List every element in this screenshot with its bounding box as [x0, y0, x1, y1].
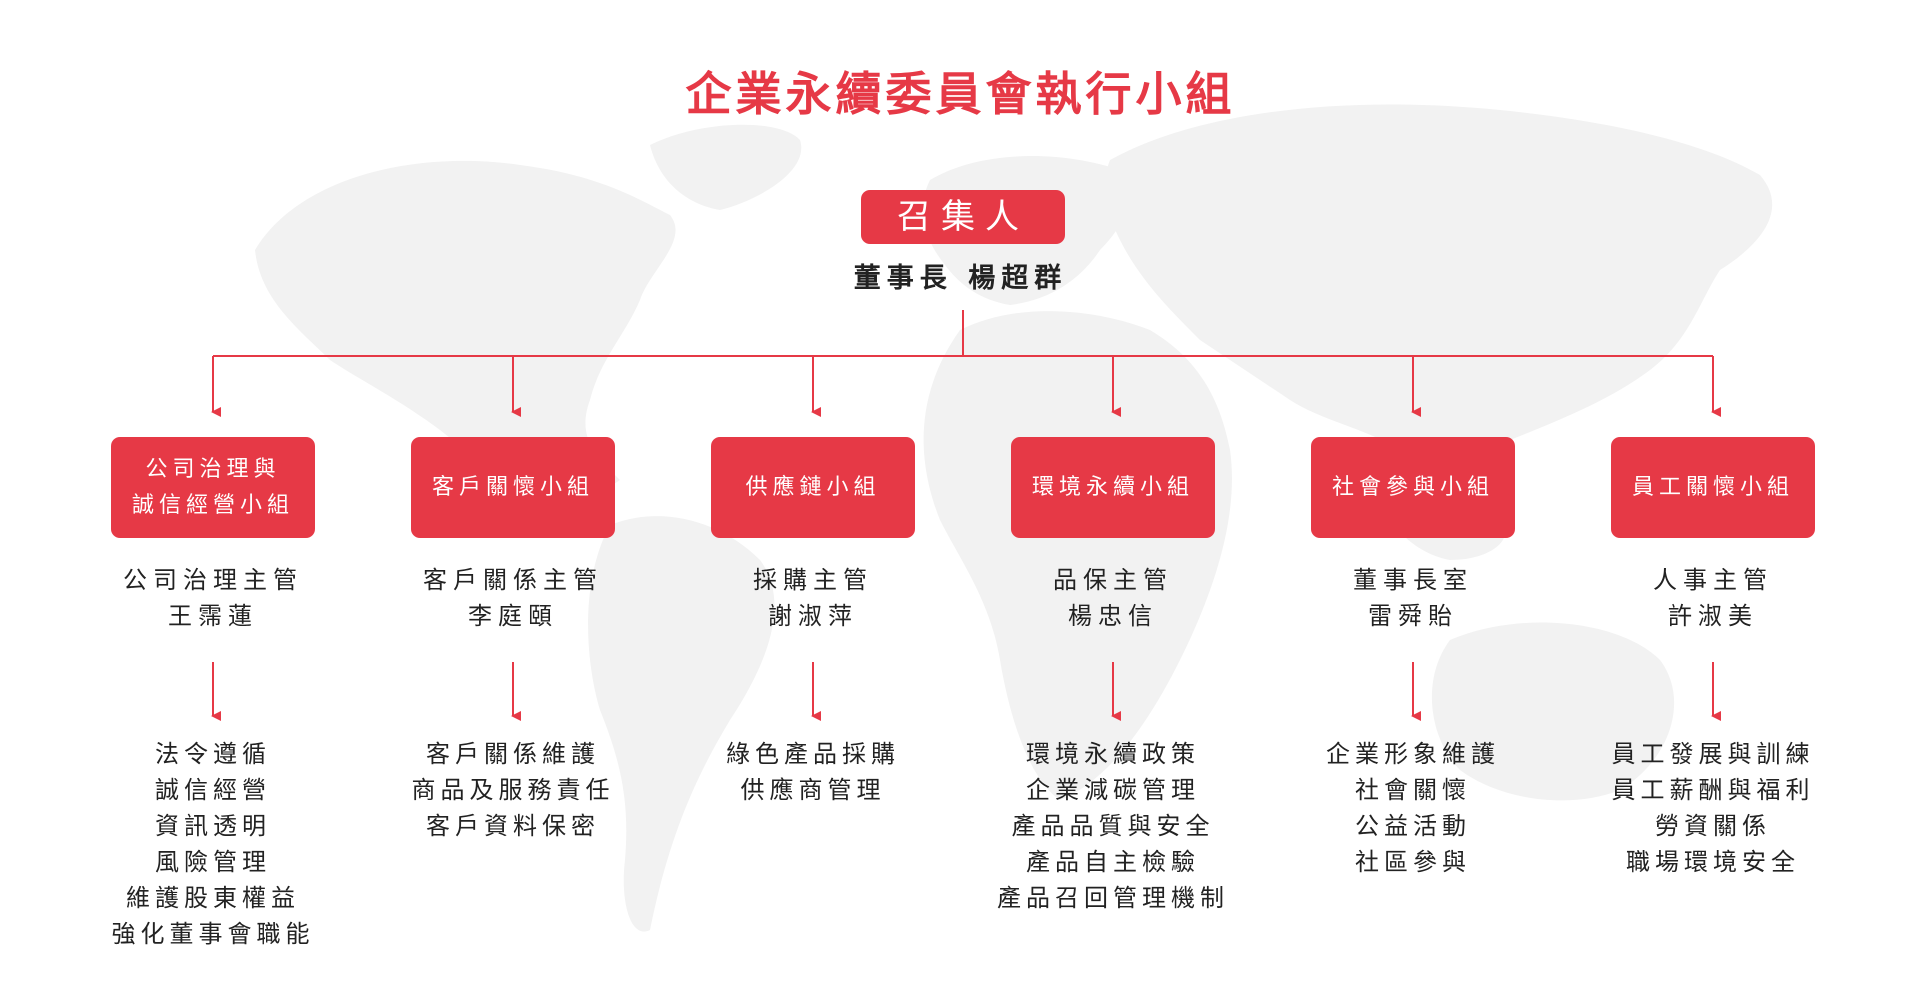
group-box-governance: 公司治理與 誠信經營小組	[111, 437, 315, 538]
australia-shape	[1431, 622, 1675, 801]
group-box-supply-chain: 供應鏈小組	[711, 437, 915, 538]
duty-item: 員工薪酬與福利	[1611, 776, 1815, 804]
leader-title: 採購主管	[753, 566, 873, 594]
group-leader: 公司治理主管 王霈蓮	[63, 562, 363, 634]
leader-name: 李庭頤	[468, 602, 558, 630]
duty-item: 勞資關係	[1655, 812, 1771, 840]
duty-item: 社區參與	[1355, 848, 1471, 876]
group-leader: 人事主管 許淑美	[1563, 562, 1863, 634]
leader-name: 謝淑萍	[768, 602, 858, 630]
duty-item: 員工發展與訓練	[1611, 740, 1815, 768]
convener-box: 召集人	[861, 190, 1065, 244]
group-name-line: 誠信經營小組	[131, 492, 294, 518]
duty-item: 法令遵循	[155, 740, 271, 768]
leader-title: 公司治理主管	[123, 566, 303, 594]
group-leader: 客戶關係主管 李庭頤	[363, 562, 663, 634]
duty-item: 風險管理	[155, 848, 271, 876]
group-name-line: 公司治理與	[145, 456, 281, 482]
group-box-customer: 客戶關懷小組	[411, 437, 615, 538]
duty-item: 客戶關係維護	[426, 740, 600, 768]
duty-item: 誠信經營	[155, 776, 271, 804]
duty-item: 資訊透明	[155, 812, 271, 840]
group-leader: 董事長室 雷舜貽	[1263, 562, 1563, 634]
duty-list: 環境永續政策 企業減碳管理 產品品質與安全 產品自主檢驗 產品召回管理機制	[963, 736, 1263, 916]
group-name-line: 環境永續小組	[1031, 474, 1194, 500]
duty-list: 綠色產品採購 供應商管理	[663, 736, 963, 808]
duty-item: 環境永續政策	[1026, 740, 1200, 768]
duty-item: 社會關懷	[1355, 776, 1471, 804]
duty-item: 客戶資料保密	[426, 812, 600, 840]
group-box-social: 社會參與小組	[1311, 437, 1515, 538]
duty-item: 維護股東權益	[126, 884, 300, 912]
leader-name: 楊忠信	[1068, 602, 1158, 630]
duty-item: 產品品質與安全	[1011, 812, 1215, 840]
leader-name: 王霈蓮	[168, 602, 258, 630]
africa-shape	[923, 311, 1232, 800]
leader-title: 董事長室	[1353, 566, 1473, 594]
duty-item: 商品及服務責任	[411, 776, 615, 804]
duty-item: 產品自主檢驗	[1026, 848, 1200, 876]
duty-item: 企業形象維護	[1326, 740, 1500, 768]
group-name-line: 社會參與小組	[1331, 474, 1494, 500]
duty-item: 供應商管理	[740, 776, 886, 804]
duty-item: 產品召回管理機制	[997, 884, 1229, 912]
duty-list: 員工發展與訓練 員工薪酬與福利 勞資關係 職場環境安全	[1563, 736, 1863, 880]
convener-name: 董事長 楊超群	[853, 263, 1068, 294]
leader-title: 品保主管	[1053, 566, 1173, 594]
greenland-shape	[650, 124, 802, 210]
asia-shape	[1104, 104, 1773, 461]
south-america-shape	[588, 516, 775, 932]
group-box-environment: 環境永續小組	[1011, 437, 1215, 538]
leader-title: 人事主管	[1653, 566, 1773, 594]
duty-item: 職場環境安全	[1626, 848, 1800, 876]
leader-name: 許淑美	[1668, 602, 1758, 630]
group-box-employee: 員工關懷小組	[1611, 437, 1815, 538]
duty-item: 企業減碳管理	[1026, 776, 1200, 804]
duty-item: 公益活動	[1355, 812, 1471, 840]
page-title: 企業永續委員會執行小組	[685, 67, 1236, 121]
duty-item: 綠色產品採購	[726, 740, 900, 768]
group-leader: 採購主管 謝淑萍	[663, 562, 963, 634]
group-name-line: 客戶關懷小組	[431, 474, 594, 500]
north-america-shape	[255, 160, 676, 503]
duty-item: 強化董事會職能	[111, 920, 315, 948]
leader-name: 雷舜貽	[1368, 602, 1458, 630]
group-name-line: 供應鏈小組	[745, 474, 881, 500]
group-name-line: 員工關懷小組	[1631, 474, 1794, 500]
duty-list: 法令遵循 誠信經營 資訊透明 風險管理 維護股東權益 強化董事會職能	[63, 736, 363, 952]
group-leader: 品保主管 楊忠信	[963, 562, 1263, 634]
leader-title: 客戶關係主管	[423, 566, 603, 594]
duty-list: 企業形象維護 社會關懷 公益活動 社區參與	[1263, 736, 1563, 880]
duty-list: 客戶關係維護 商品及服務責任 客戶資料保密	[363, 736, 663, 844]
